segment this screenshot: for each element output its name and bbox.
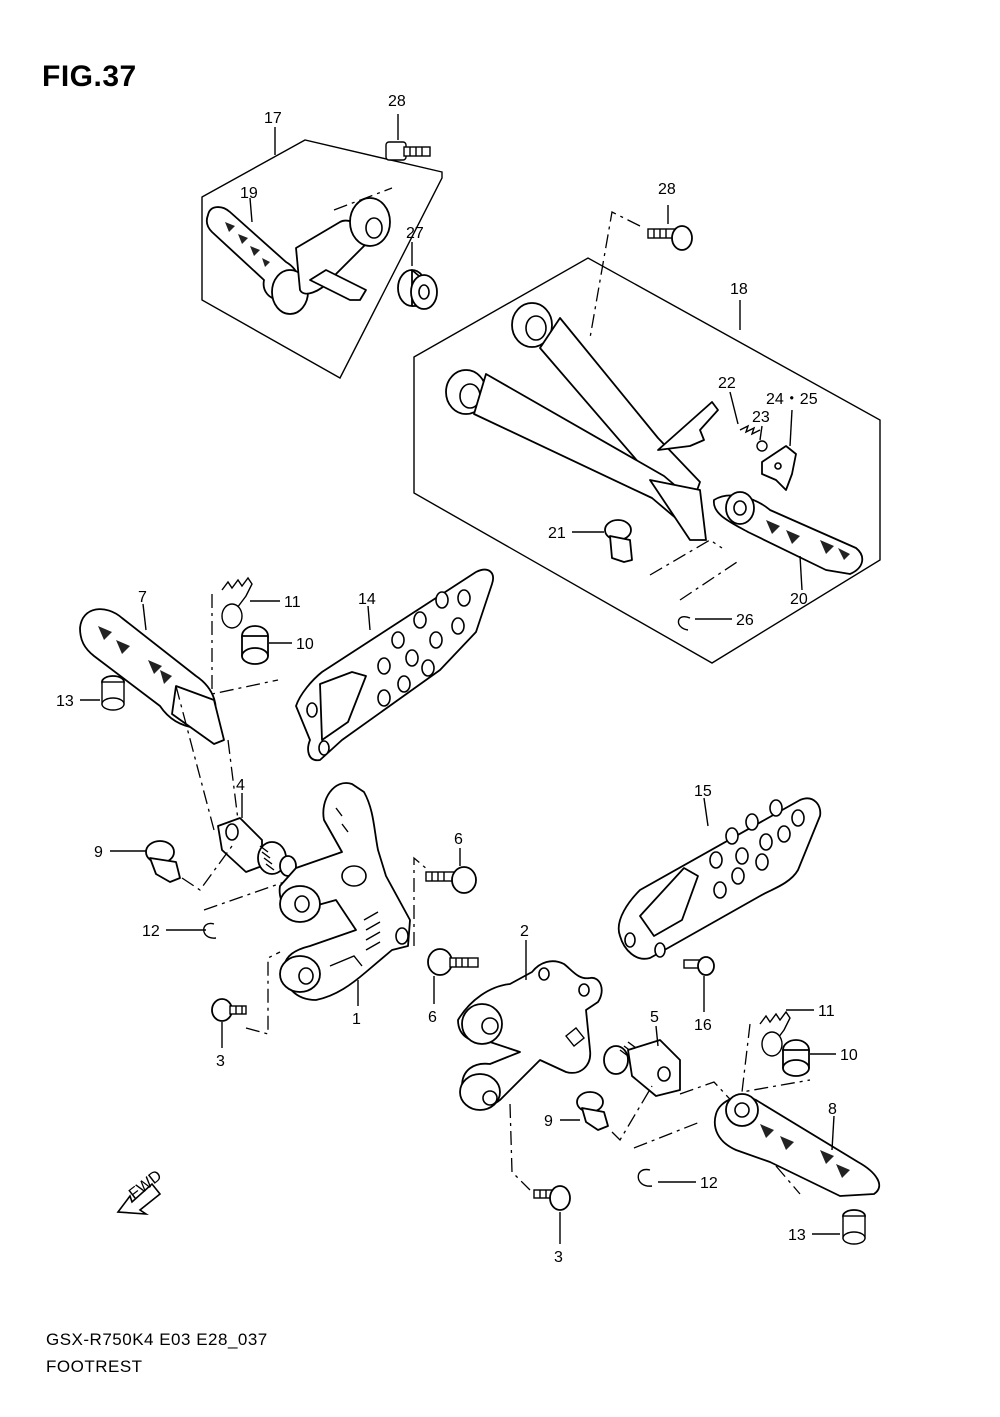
callout-21: 21 xyxy=(548,525,566,542)
callout-26: 26 xyxy=(736,612,754,629)
footpeg-20 xyxy=(713,491,864,575)
callout-7: 7 xyxy=(138,589,147,606)
callout-8: 8 xyxy=(828,1101,837,1118)
clip-12-right xyxy=(637,1168,653,1187)
callout-11: 11 xyxy=(818,1003,835,1020)
bolt-16 xyxy=(683,956,715,976)
figure-title: FIG.37 xyxy=(42,60,137,93)
heel-plate-15 xyxy=(617,797,822,960)
bolt-28-upper xyxy=(385,141,431,161)
callout-13: 13 xyxy=(788,1227,806,1244)
callout-13: 13 xyxy=(56,693,74,710)
model-code: GSX-R750K4 E03 E28_037 xyxy=(46,1330,268,1349)
callout-18: 18 xyxy=(730,281,748,298)
clip-12-left xyxy=(203,922,217,939)
footpeg-8 xyxy=(714,1093,880,1197)
pin-21 xyxy=(604,519,633,563)
callout-16: 16 xyxy=(694,1017,712,1034)
callout-14: 14 xyxy=(358,591,376,608)
heel-plate-14 xyxy=(295,568,494,762)
bolt-13-left xyxy=(101,675,125,711)
pivot-5 xyxy=(603,1039,681,1097)
bolt-3-right xyxy=(533,1185,571,1211)
callout-6: 6 xyxy=(454,831,463,848)
bolt-28-right xyxy=(647,225,693,251)
callout-27: 27 xyxy=(406,225,424,242)
plate-14-holes xyxy=(306,589,471,756)
callout-24-25: 24・25 xyxy=(766,391,818,408)
callout-19: 19 xyxy=(240,185,258,202)
bracket-2 xyxy=(457,960,603,1111)
callout-6: 6 xyxy=(428,1009,437,1026)
figure-name: FOOTREST xyxy=(46,1357,143,1376)
pivot-4 xyxy=(217,817,297,877)
callout-labels: 1 2 3 3 4 5 6 6 7 8 9 9 10 10 11 11 12 1… xyxy=(56,93,858,1266)
callout-22: 22 xyxy=(718,375,736,392)
bolt-13-right xyxy=(842,1209,866,1245)
footpeg-7 xyxy=(79,608,225,745)
collar-27 xyxy=(397,269,438,310)
bracket-18 xyxy=(445,302,719,541)
fwd-arrow-icon: FWD xyxy=(116,1167,165,1216)
spring-11-left xyxy=(221,576,253,629)
callout-20: 20 xyxy=(790,591,808,608)
assembly-17-box xyxy=(201,114,443,379)
plate-24-25 xyxy=(761,445,797,491)
plate-15-holes xyxy=(624,799,805,958)
bolt-6-lower xyxy=(427,948,479,976)
bolt-6-upper xyxy=(425,866,477,894)
callout-12: 12 xyxy=(142,923,160,940)
clip-26 xyxy=(677,616,691,631)
callout-3: 3 xyxy=(216,1053,225,1070)
callout-3: 3 xyxy=(554,1249,563,1266)
pin-9-left xyxy=(145,840,181,883)
callout-5: 5 xyxy=(650,1009,659,1026)
pin-9-right xyxy=(576,1091,609,1131)
callout-1: 1 xyxy=(352,1011,361,1028)
callout-28: 28 xyxy=(658,181,676,198)
callout-11: 11 xyxy=(284,594,301,611)
bolt-3-left xyxy=(211,998,247,1022)
assembly-18-box xyxy=(413,205,881,664)
callout-9: 9 xyxy=(544,1113,553,1130)
collar-10-right xyxy=(782,1039,810,1077)
callout-4: 4 xyxy=(236,777,245,794)
callout-15: 15 xyxy=(694,783,712,800)
bracket-1 xyxy=(278,782,411,1001)
callout-9: 9 xyxy=(94,844,103,861)
callout-23: 23 xyxy=(752,409,770,426)
footpeg-19 xyxy=(205,197,391,315)
callout-12: 12 xyxy=(700,1175,718,1192)
callout-10: 10 xyxy=(296,636,314,653)
spring-22 xyxy=(739,424,761,436)
callout-28: 28 xyxy=(388,93,406,110)
spring-11-right xyxy=(759,1010,791,1057)
ball-23 xyxy=(756,440,768,452)
callout-10: 10 xyxy=(840,1047,858,1064)
callout-17: 17 xyxy=(264,110,282,127)
collar-10-left xyxy=(241,625,269,665)
callout-2: 2 xyxy=(520,923,529,940)
